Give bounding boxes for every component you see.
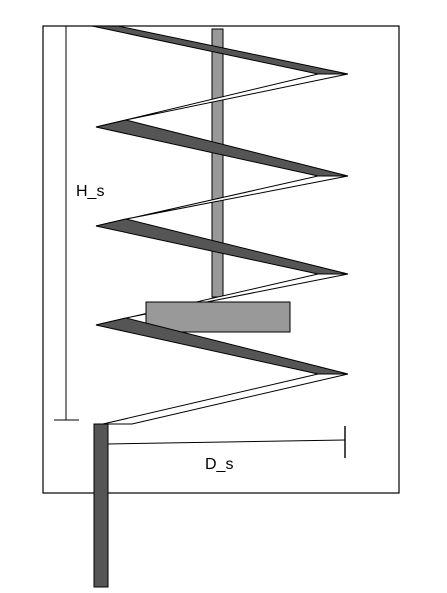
outlet-pipe: [93, 423, 109, 588]
height-label: H_s: [76, 183, 104, 200]
vessel-outline: [42, 25, 400, 494]
diameter-dimension-line: [107, 439, 346, 445]
impeller-blade: [145, 301, 291, 333]
diameter-label: D_s: [205, 456, 233, 473]
shaft: [211, 28, 224, 298]
coil-segment-back: [102, 373, 349, 425]
